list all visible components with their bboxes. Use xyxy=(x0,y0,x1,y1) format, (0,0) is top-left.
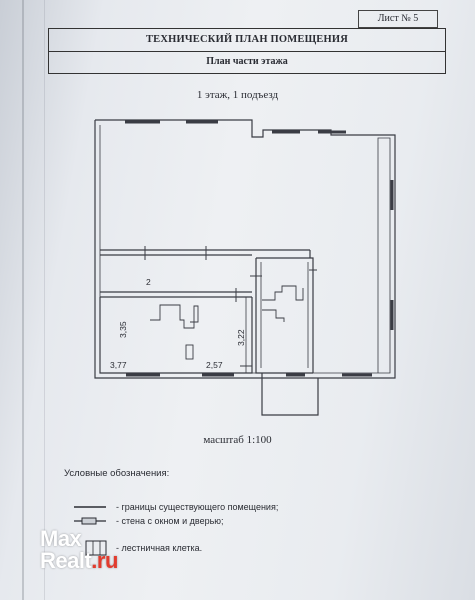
dimension-label: 2,57 xyxy=(206,360,223,370)
legend-title: Условные обозначения: xyxy=(64,468,170,479)
sheet-label: Лист № xyxy=(377,13,411,24)
stair-steps xyxy=(262,285,304,301)
fixture xyxy=(185,344,194,360)
sheet-number-box: Лист № 5 xyxy=(358,10,438,28)
stair-wall xyxy=(256,257,314,373)
legend-item: - границы существующего помещения; xyxy=(116,502,279,512)
sheet-number: 5 xyxy=(413,13,419,24)
entrance-porch xyxy=(261,373,319,416)
legend-item: - лестничная клетка. xyxy=(116,543,203,553)
title-frame: ТЕХНИЧЕСКИЙ ПЛАН ПОМЕЩЕНИЯ План части эт… xyxy=(48,28,446,74)
watermark-logo: Max Realt.ru xyxy=(40,528,118,572)
document-subtitle: План части этажа xyxy=(206,56,288,67)
stair-wall xyxy=(255,258,313,374)
stair-steps xyxy=(262,309,285,322)
floor-label: 1 этаж, 1 подъезд xyxy=(196,89,279,101)
dimension-label: 3,35 xyxy=(118,321,128,338)
room-2-wall xyxy=(99,297,253,374)
room-number: 2 xyxy=(146,277,151,287)
legend-item: - стена с окном и дверью; xyxy=(116,516,224,526)
watermark-domain: .ru xyxy=(91,548,118,573)
fixture xyxy=(150,304,199,329)
dimension-label: 3,77 xyxy=(110,360,127,370)
document-title: ТЕХНИЧЕСКИЙ ПЛАН ПОМЕЩЕНИЯ xyxy=(49,29,445,52)
page-fold xyxy=(22,0,24,600)
outer-wall xyxy=(94,119,396,379)
legend-symbol-stair xyxy=(85,540,107,556)
legend-symbol-window xyxy=(81,517,97,525)
watermark-line2: Realt.ru xyxy=(40,550,118,572)
watermark-realt: Realt xyxy=(40,548,92,573)
dimension-label: 3,22 xyxy=(236,329,246,346)
scale-label: масштаб 1:100 xyxy=(203,434,272,446)
watermark-line1: Max xyxy=(40,526,82,551)
page-fold xyxy=(44,0,45,600)
